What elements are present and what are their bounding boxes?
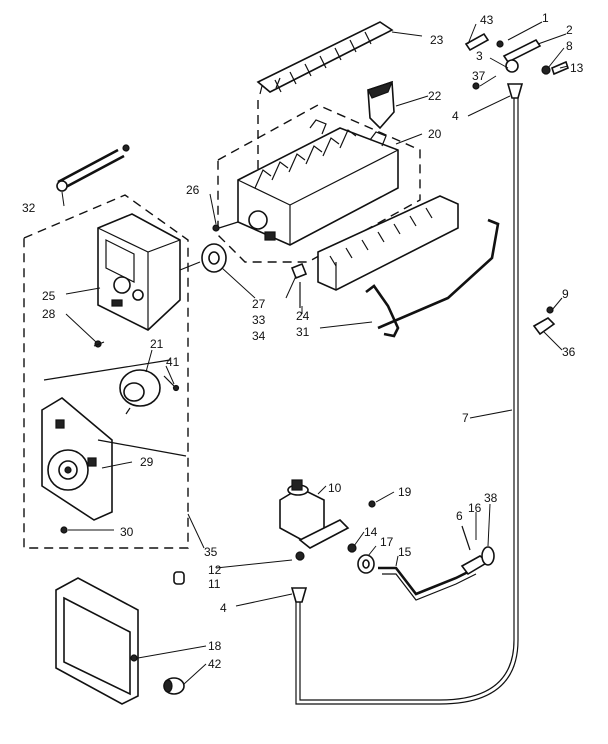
part-32-ground-strap (56, 144, 130, 192)
part-6-nut (461, 525, 471, 551)
part-16-38-fitting (481, 546, 495, 566)
part-27-thermostat (179, 243, 227, 273)
callout-11: 11 (208, 577, 221, 591)
part-9-36-clip (532, 306, 556, 336)
callout-9: 9 (562, 287, 569, 301)
part-4-compression-fitting (290, 83, 524, 603)
alignment-line-upper (43, 359, 171, 381)
callout-24: 24 (296, 309, 310, 323)
callout-14: 14 (364, 525, 378, 539)
callout-22: 22 (428, 89, 442, 103)
callout-12: 12 (208, 563, 222, 577)
callout-26: 26 (186, 183, 200, 197)
part-15-tube (378, 555, 490, 601)
part-18-front-cover (55, 577, 139, 705)
part-30-screw (60, 526, 68, 534)
part-21-motor (119, 369, 161, 415)
module-group-boundary (23, 194, 189, 549)
callout-21: 21 (150, 337, 164, 351)
part-31-harness (365, 218, 500, 338)
callout-20: 20 (428, 127, 442, 141)
callout-6: 6 (456, 509, 463, 523)
callout-23: 23 (430, 33, 444, 47)
callout-16: 16 (468, 501, 482, 515)
part-24-mold-cover (317, 195, 459, 291)
callout-10: 10 (328, 481, 342, 495)
part-29-mounting-plate (41, 397, 113, 521)
part-19-screw (368, 500, 376, 508)
part-41-screw (163, 375, 180, 392)
callout-7: 7 (462, 411, 469, 425)
inlet-fitting-group (464, 32, 569, 90)
callout-33: 33 (252, 313, 266, 327)
callout-4-lower: 4 (220, 601, 227, 615)
callout-labels: 23 43 1 2 3 8 37 13 22 4 20 32 26 25 28 … (22, 11, 584, 671)
callout-30: 30 (120, 525, 134, 539)
callout-17: 17 (380, 535, 394, 549)
alignment-line-lower (97, 439, 187, 457)
callout-37: 37 (472, 69, 486, 83)
callout-3: 3 (476, 49, 483, 63)
callout-31: 31 (296, 325, 310, 339)
part-10-water-valve (279, 479, 350, 561)
callout-32: 32 (22, 201, 36, 215)
part-26-screw (212, 221, 239, 232)
callout-13: 13 (570, 61, 584, 75)
callout-1: 1 (542, 11, 549, 25)
callout-35: 35 (204, 545, 218, 559)
part-28-screw (93, 340, 105, 348)
part-42-knob (163, 677, 185, 695)
callout-42: 42 (208, 657, 222, 671)
callout-28: 28 (42, 307, 56, 321)
callout-27: 27 (252, 297, 266, 311)
callout-19: 19 (398, 485, 412, 499)
part-11-12-sleeve (173, 571, 185, 585)
part-23-ejector (256, 21, 394, 95)
callout-25: 25 (42, 289, 56, 303)
part-22-fill-cup (367, 80, 395, 130)
callout-36: 36 (562, 345, 576, 359)
callout-8: 8 (566, 39, 573, 53)
ice-maker-assembly-boundary (217, 104, 421, 263)
callout-4-upper: 4 (452, 109, 459, 123)
part-17-fitting (357, 554, 375, 574)
callout-34: 34 (252, 329, 266, 343)
callout-43: 43 (480, 13, 494, 27)
part-25-module (97, 213, 181, 331)
callout-2: 2 (566, 23, 573, 37)
callout-41: 41 (166, 355, 180, 369)
leader-lines (61, 21, 569, 685)
part-7-supply-line (295, 96, 519, 705)
callout-29: 29 (140, 455, 154, 469)
callout-38: 38 (484, 491, 498, 505)
callout-18: 18 (208, 639, 222, 653)
callout-15: 15 (398, 545, 412, 559)
part-33-34-clip-screw (290, 262, 308, 308)
